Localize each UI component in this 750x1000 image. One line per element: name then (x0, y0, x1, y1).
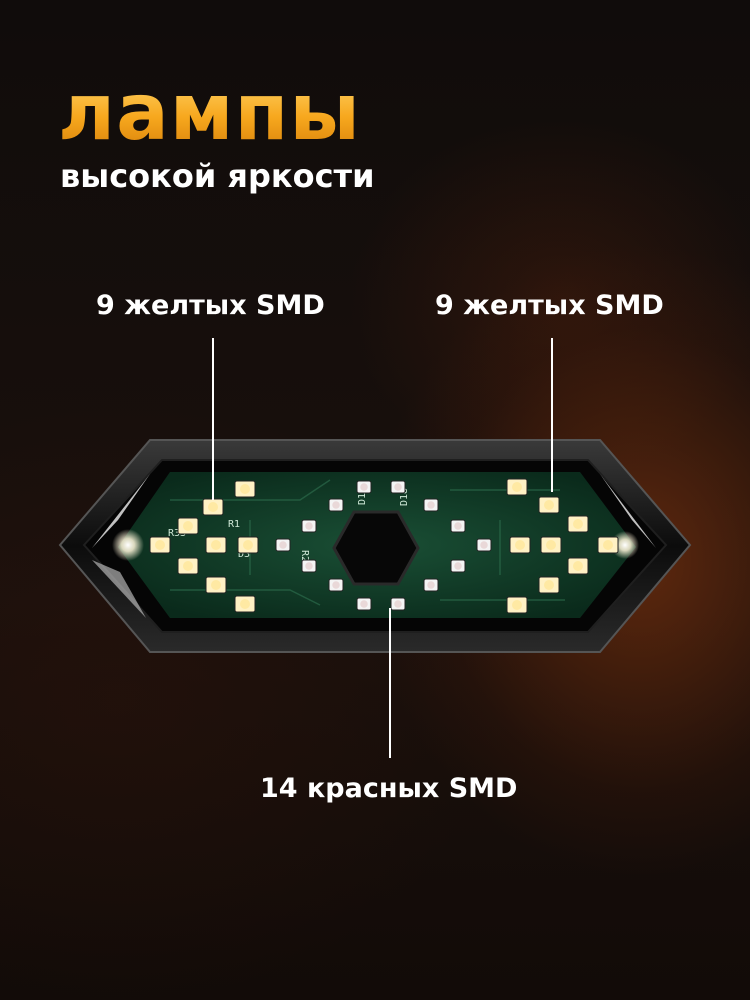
led-array (149, 478, 619, 614)
housing-highlight-left-low (92, 560, 146, 618)
led-yellow-lens (603, 540, 613, 550)
led-yellow-lens (243, 540, 253, 550)
center-hexagon (332, 510, 420, 586)
led-red-lens (332, 581, 340, 589)
led-yellow-lens (240, 599, 250, 609)
led-yellow-lens (546, 540, 556, 550)
led-yellow-lens (512, 600, 522, 610)
led-yellow-lens (573, 561, 583, 571)
callout-left-yellow-leds: 9 желтых SMD (96, 290, 325, 321)
led-yellow-lens (211, 540, 221, 550)
led-red-lens (427, 501, 435, 509)
callout-right-yellow-leds: 9 желтых SMD (435, 290, 664, 321)
led-red-lens (480, 541, 488, 549)
led-red-lens (360, 600, 368, 608)
led-red-lens (305, 562, 313, 570)
led-yellow-lens (183, 561, 193, 571)
page-subtitle: высокой яркости (60, 157, 375, 195)
pcb-label: D17 (357, 487, 368, 505)
led-red-lens (394, 483, 402, 491)
led-red-lens (454, 562, 462, 570)
led-yellow-lens (544, 580, 554, 590)
callout-red-leds: 14 красных SMD (260, 773, 518, 804)
led-yellow-lens (240, 484, 250, 494)
led-yellow-lens (211, 580, 221, 590)
pcb-label: R21 (299, 550, 310, 568)
led-red-lens (305, 522, 313, 530)
led-yellow-lens (155, 540, 165, 550)
page-title: лампы (58, 68, 361, 158)
led-red-lens (360, 483, 368, 491)
led-red-lens (394, 600, 402, 608)
pcb-label: D18 (399, 488, 410, 506)
led-yellow-lens (208, 502, 218, 512)
led-red-lens (332, 501, 340, 509)
led-yellow-lens (544, 500, 554, 510)
end-led-left (112, 529, 144, 561)
pcb-label: R1 (228, 519, 240, 530)
led-red-lens (427, 581, 435, 589)
pcb-label: R33 (168, 528, 186, 539)
led-red-lens (279, 541, 287, 549)
led-red-lens (454, 522, 462, 530)
led-yellow-lens (573, 519, 583, 529)
housing-highlight-right (600, 474, 656, 548)
led-yellow-lens (512, 482, 522, 492)
housing-highlight-left (92, 474, 150, 548)
pcb-label: D3 (238, 549, 250, 560)
led-yellow-lens (515, 540, 525, 550)
led-yellow-lens (183, 521, 193, 531)
